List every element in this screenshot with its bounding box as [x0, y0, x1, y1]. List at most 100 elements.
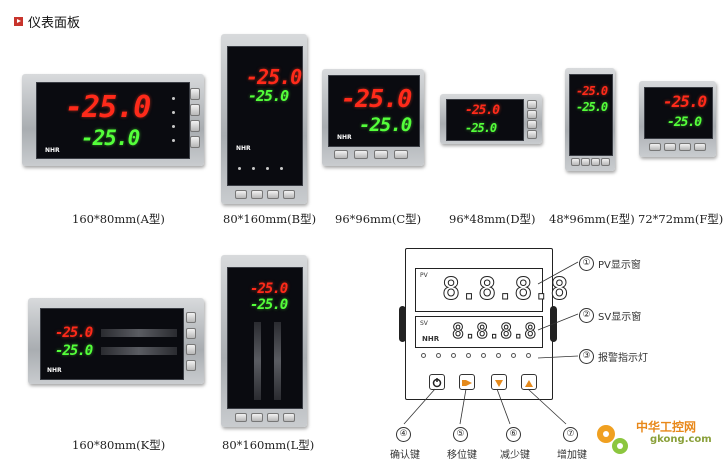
- meter-a-button[interactable]: [190, 136, 200, 148]
- callout-number: ①: [579, 256, 594, 271]
- increase-button[interactable]: [521, 374, 537, 390]
- meter-d: -25.0 -25.0: [440, 94, 542, 144]
- meter-l-button[interactable]: [283, 413, 295, 422]
- meter-l-bargraph: [254, 322, 261, 400]
- meter-b-brand: NHR: [236, 145, 251, 152]
- meter-b-pv: -25.0: [246, 65, 302, 89]
- meter-f-pv: -25.0: [663, 92, 707, 111]
- meter-a-button[interactable]: [190, 104, 200, 116]
- callout-number: ④: [396, 427, 411, 442]
- meter-k-button[interactable]: [186, 360, 196, 371]
- meter-b-screen: -25.0 -25.0 NHR: [227, 46, 303, 186]
- meter-k-button[interactable]: [186, 312, 196, 323]
- meter-b-button[interactable]: [283, 190, 295, 199]
- watermark-name: 中华工控网: [636, 420, 697, 434]
- watermark-url: gkong.com: [650, 434, 712, 445]
- meter-d-pv: -25.0: [465, 103, 500, 118]
- meter-b-button[interactable]: [235, 190, 247, 199]
- meter-d-sv: -25.0: [465, 121, 497, 135]
- meter-e-pv: -25.0: [576, 84, 608, 98]
- meter-b-button[interactable]: [251, 190, 263, 199]
- caption-f: 72*72mm(F型): [638, 212, 724, 226]
- meter-b-sv: -25.0: [248, 87, 289, 105]
- callout-label: 增加键: [557, 450, 587, 461]
- shift-button[interactable]: [459, 374, 475, 390]
- meter-f-button[interactable]: [679, 143, 691, 151]
- refresh-icon: [432, 378, 442, 388]
- meter-k-bargraph: [101, 329, 177, 337]
- callout-label: 报警指示灯: [598, 353, 648, 364]
- meter-a-button[interactable]: [190, 120, 200, 132]
- meter-a: -25.0 -25.0 NHR: [22, 74, 204, 166]
- meter-e-screen: -25.0 -25.0: [569, 74, 613, 156]
- meter-l-button[interactable]: [251, 413, 263, 422]
- meter-k-button[interactable]: [186, 344, 196, 355]
- arrow-down-icon: [495, 380, 503, 387]
- meter-k-screen: -25.0 -25.0 NHR: [40, 308, 184, 380]
- caption-a: 160*80mm(A型): [72, 212, 165, 226]
- meter-d-button[interactable]: [527, 110, 537, 119]
- meter-l-button[interactable]: [267, 413, 279, 422]
- callout-number: ③: [579, 349, 594, 364]
- meter-b: -25.0 -25.0 NHR: [221, 34, 307, 204]
- meter-c-button[interactable]: [334, 150, 348, 159]
- diagram-brand: NHR: [422, 335, 440, 343]
- meter-e-button[interactable]: [581, 158, 590, 166]
- gear-icon: [597, 425, 628, 454]
- meter-c-button[interactable]: [374, 150, 388, 159]
- meter-d-button[interactable]: [527, 120, 537, 129]
- meter-l-button[interactable]: [235, 413, 247, 422]
- meter-c-button[interactable]: [394, 150, 408, 159]
- meter-c-screen: -25.0 -25.0 NHR: [328, 75, 420, 147]
- meter-a-brand: NHR: [45, 147, 60, 154]
- callout-label: 移位键: [447, 450, 477, 461]
- callout-label: 减少键: [500, 450, 530, 461]
- meter-c-brand: NHR: [337, 134, 352, 141]
- meter-f-button[interactable]: [694, 143, 706, 151]
- section-header: 仪表面板: [14, 12, 80, 31]
- caption-k: 160*80mm(K型): [72, 438, 166, 452]
- meter-c: -25.0 -25.0 NHR: [322, 69, 424, 166]
- meter-d-screen: -25.0 -25.0: [446, 99, 524, 141]
- sv-digits: 8.8.8.8: [451, 319, 537, 343]
- meter-k-brand: NHR: [47, 367, 62, 374]
- confirm-button[interactable]: [429, 374, 445, 390]
- meter-k-pv: -25.0: [55, 325, 93, 341]
- meter-a-sv: -25.0: [81, 126, 140, 150]
- meter-f-screen: -25.0 -25.0: [644, 87, 713, 139]
- meter-d-button[interactable]: [527, 130, 537, 139]
- decrease-button[interactable]: [491, 374, 507, 390]
- callout-lines: [403, 261, 579, 425]
- meter-c-button[interactable]: [354, 150, 368, 159]
- meter-d-button[interactable]: [527, 100, 537, 109]
- arrow-up-icon: [525, 380, 533, 387]
- caption-b: 80*160mm(B型): [223, 212, 317, 226]
- meter-a-screen: -25.0 -25.0 NHR: [36, 82, 190, 159]
- meter-f-button[interactable]: [649, 143, 661, 151]
- callout-number: ②: [579, 308, 594, 323]
- section-title: 仪表面板: [28, 16, 81, 31]
- meter-l-pv: -25.0: [250, 281, 288, 297]
- sv-window: SV 8.8.8.8 NHR: [415, 316, 543, 348]
- meter-e-button[interactable]: [601, 158, 610, 166]
- meter-f-button[interactable]: [664, 143, 676, 151]
- meter-a-button[interactable]: [190, 88, 200, 100]
- meter-k-button[interactable]: [186, 328, 196, 339]
- panel-diagram: PV 8.8.8.8 SV 8.8.8.8 NHR: [399, 248, 569, 400]
- arrow-bullet-icon: [14, 17, 23, 26]
- meter-e-button[interactable]: [571, 158, 580, 166]
- callout-label: 确认键: [390, 450, 420, 461]
- watermark: 中华工控网 gkong.com: [590, 410, 720, 462]
- meter-k-sv: -25.0: [55, 343, 93, 359]
- meter-c-sv: -25.0: [359, 114, 412, 136]
- callout-number: ⑤: [453, 427, 468, 442]
- caption-e: 48*96mm(E型): [549, 212, 635, 226]
- meter-e-button[interactable]: [591, 158, 600, 166]
- meter-l-sv: -25.0: [250, 297, 288, 313]
- alarm-leds: [421, 352, 537, 360]
- meter-l-bargraph: [274, 322, 281, 400]
- callout-label: PV显示窗: [598, 260, 641, 271]
- meter-e-sv: -25.0: [576, 100, 608, 114]
- meter-b-button[interactable]: [267, 190, 279, 199]
- callout-number: ⑥: [506, 427, 521, 442]
